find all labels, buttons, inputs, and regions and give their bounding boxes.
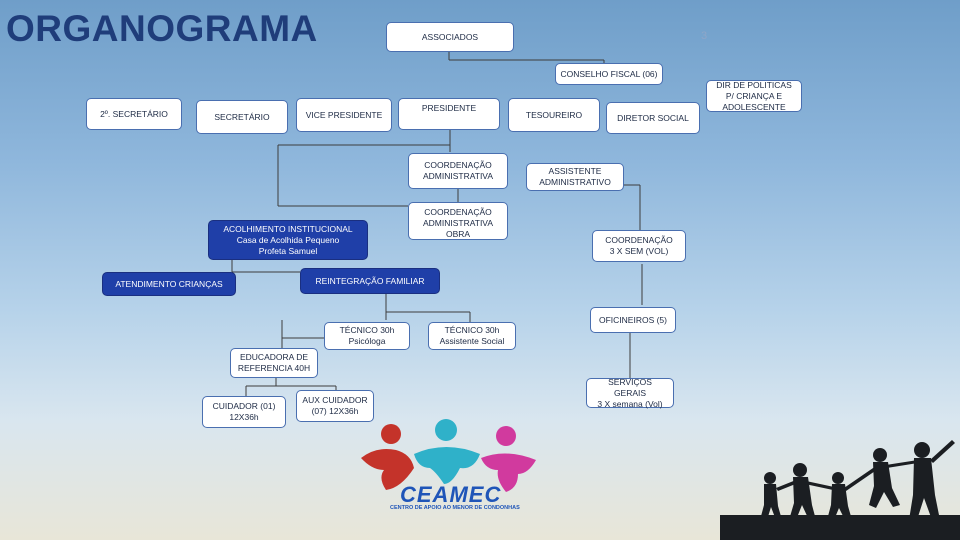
child-3-head (832, 472, 844, 484)
node-cuidador-line2: 12X36h (229, 412, 259, 422)
node-associados-label: ASSOCIADOS (421, 31, 479, 42)
node-servicos-gerais-line1: SERVIÇOS GERAIS (608, 376, 652, 398)
node-tecnico-assistente-social: TÉCNICO 30h Assistente Social (428, 322, 516, 350)
node-tecnico-psicologa: TÉCNICO 30h Psicóloga (324, 322, 410, 350)
node-vice-presidente-label: VICE PRESIDENTE (305, 109, 383, 120)
logo-name: CEAMEC (400, 482, 502, 507)
node-diretor-social: DIRETOR SOCIAL (606, 102, 700, 134)
node-educadora-referencia: EDUCADORA DE REFERENCIA 40H (230, 348, 318, 378)
page-title: ORGANOGRAMA (6, 8, 318, 49)
arms-link-1 (776, 480, 798, 491)
node-servicos-gerais: SERVIÇOS GERAIS 3 X semana (Vol) (586, 376, 674, 409)
cyan-figure-head (435, 419, 457, 441)
child-2-body (789, 477, 816, 520)
node-educadora-line1: EDUCADORA DE (239, 352, 308, 362)
red-figure-body (361, 449, 414, 490)
node-coord-adm-line2: ADMINISTRATIVA (422, 171, 494, 181)
node-conselho-fiscal: CONSELHO FISCAL (06) (555, 63, 663, 85)
node-coordenacao-3x-line1: COORDENAÇÃO (605, 235, 673, 245)
node-tecnico-psicologa-line1: TÉCNICO 30h (339, 325, 395, 335)
child-2-head (793, 463, 807, 477)
child-1-body (760, 484, 782, 520)
node-tesoureiro-label: TESOUREIRO (525, 109, 583, 120)
node-segundo-secretario-label: 2º. SECRETÁRIO (100, 108, 168, 119)
node-coordenacao-3x: COORDENAÇÃO 3 X SEM (VOL) (592, 230, 686, 262)
pink-figure-head (496, 426, 516, 446)
node-assistente-line2: ADMINISTRATIVO (539, 177, 611, 187)
node-coord-adm-line1: COORDENAÇÃO (424, 160, 492, 170)
arm-raised (930, 440, 955, 463)
node-coordenacao-3x-line2: 3 X SEM (VOL) (609, 246, 669, 256)
node-secretario-label: SECRETÁRIO (214, 111, 270, 122)
child-3-body (827, 484, 852, 520)
ground-silhouette (720, 515, 960, 540)
node-atendimento-criancas-label: ATENDIMENTO CRIANÇAS (115, 278, 223, 289)
child-5-head (914, 442, 930, 458)
node-diretor-social-label: DIRETOR SOCIAL (617, 112, 689, 123)
node-dir-politicas: DIR DE POLITICAS P/ CRIANÇA E ADOLESCENT… (706, 80, 802, 112)
node-assistente-line1: ASSISTENTE (548, 166, 602, 176)
cyan-figure-body (414, 447, 480, 484)
node-aux-cuidador: AUX CUIDADOR (07) 12X36h (296, 390, 374, 422)
node-dir-politicas-line3: ADOLESCENTE (722, 101, 786, 112)
child-4-head (873, 448, 887, 462)
node-tecnico-social-line1: TÉCNICO 30h (444, 325, 500, 335)
node-acolhimento-institucional: ACOLHIMENTO INSTITUCIONAL Casa de Acolhi… (208, 220, 368, 260)
node-educadora-line2: REFERENCIA 40H (237, 363, 311, 373)
node-coord-obra-line1: COORDENAÇÃO (424, 207, 492, 217)
node-tecnico-social-line2: Assistente Social (439, 336, 505, 346)
node-atendimento-criancas: ATENDIMENTO CRIANÇAS (102, 272, 236, 296)
node-secretario: SECRETÁRIO (196, 100, 288, 134)
node-acolhimento-line1: ACOLHIMENTO INSTITUCIONAL (223, 223, 353, 234)
node-segundo-secretario: 2º. SECRETÁRIO (86, 98, 182, 130)
node-oficineiros: OFICINEIROS (5) (590, 307, 676, 333)
red-figure-head (381, 424, 401, 444)
page-number: 3 (701, 30, 708, 42)
pink-figure-body (481, 453, 536, 492)
node-tecnico-psicologa-line2: Psicóloga (348, 336, 386, 346)
node-acolhimento-line3: Profeta Samuel (258, 245, 318, 256)
ceamec-logo-figures (361, 419, 536, 492)
node-coord-obra-line2: ADMINISTRATIVA (422, 218, 494, 228)
node-oficineiros-label: OFICINEIROS (5) (598, 314, 667, 325)
node-coord-administrativa: COORDENAÇÃO ADMINISTRATIVA (408, 153, 508, 189)
child-5-body (909, 458, 940, 520)
child-4-body (869, 462, 900, 508)
node-servicos-gerais-line2: 3 X semana (Vol) (597, 398, 663, 409)
node-assistente-administrativo: ASSISTENTE ADMINISTRATIVO (526, 163, 624, 191)
node-acolhimento-line2: Casa de Acolhida Pequeno (236, 234, 340, 245)
node-tesoureiro: TESOUREIRO (508, 98, 600, 132)
node-vice-presidente: VICE PRESIDENTE (296, 98, 392, 132)
node-conselho-fiscal-label: CONSELHO FISCAL (06) (560, 68, 658, 79)
node-aux-cuidador-line1: AUX CUIDADOR (302, 395, 368, 405)
node-coord-administrativa-obra: COORDENAÇÃO ADMINISTRATIVA OBRA (408, 202, 508, 240)
node-reintegracao-familiar-label: REINTEGRAÇÃO FAMILIAR (315, 275, 425, 286)
child-1-head (764, 472, 776, 484)
node-coord-obra-line3: OBRA (445, 229, 471, 239)
node-dir-politicas-line2: P/ CRIANÇA E (725, 90, 783, 101)
node-associados: ASSOCIADOS (386, 22, 514, 52)
node-reintegracao-familiar: REINTEGRAÇÃO FAMILIAR (300, 268, 440, 294)
node-dir-politicas-line1: DIR DE POLITICAS (716, 79, 792, 90)
node-cuidador: CUIDADOR (01) 12X36h (202, 396, 286, 428)
node-cuidador-line1: CUIDADOR (01) (212, 401, 276, 411)
arms-link-3 (844, 466, 878, 491)
node-aux-cuidador-line2: (07) 12X36h (311, 406, 359, 416)
node-presidente-label: PRESIDENTE (421, 103, 477, 113)
node-presidente: PRESIDENTE (398, 98, 500, 130)
arms-link-2 (805, 481, 834, 490)
logo-subtitle: CENTRO DE APOIO AO MENOR DE CONDONHAS (390, 505, 520, 511)
arms-link-4 (886, 460, 918, 468)
